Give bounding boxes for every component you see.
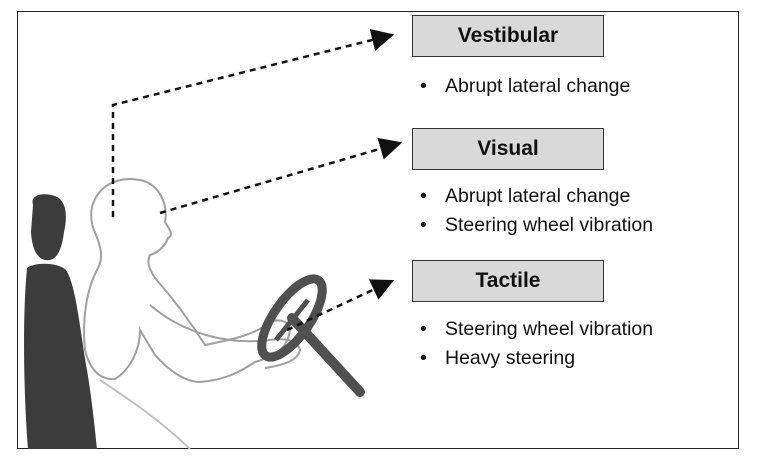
visual-box: Visual	[412, 128, 604, 170]
bullet-icon: •	[420, 75, 427, 97]
vestibular-title: Vestibular	[457, 24, 559, 47]
tactile-title: Tactile	[475, 269, 541, 292]
steering-wheel-column	[287, 313, 365, 397]
seat-back	[24, 263, 97, 449]
tactile-box: Tactile	[412, 260, 604, 302]
arrow-tactile	[286, 279, 395, 332]
list-item: •Steering wheel vibration	[412, 211, 653, 240]
bullet-icon: •	[420, 318, 427, 340]
person-arm-front	[149, 304, 302, 369]
visual-title: Visual	[477, 137, 539, 160]
list-item: •Abrupt lateral change	[412, 182, 653, 211]
vestibular-box: Vestibular	[412, 15, 604, 57]
list-item: •Heavy steering	[412, 344, 653, 373]
arrow-vestibular	[111, 29, 395, 217]
vestibular-list: •Abrupt lateral change	[412, 72, 630, 101]
bullet-icon: •	[420, 185, 427, 207]
person-legs	[99, 379, 191, 450]
bullet-icon: •	[420, 214, 427, 236]
visual-list: •Abrupt lateral change •Steering wheel v…	[412, 182, 653, 240]
seat-headrest	[31, 194, 66, 261]
list-item: •Steering wheel vibration	[412, 315, 653, 344]
person-silhouette	[83, 178, 292, 384]
arrow-visual	[159, 137, 403, 215]
bullet-icon: •	[420, 347, 427, 369]
list-item: •Abrupt lateral change	[412, 72, 630, 101]
diagram-frame	[17, 11, 739, 449]
tactile-list: •Steering wheel vibration •Heavy steerin…	[412, 315, 653, 373]
steering-wheel-spoke	[274, 298, 310, 342]
